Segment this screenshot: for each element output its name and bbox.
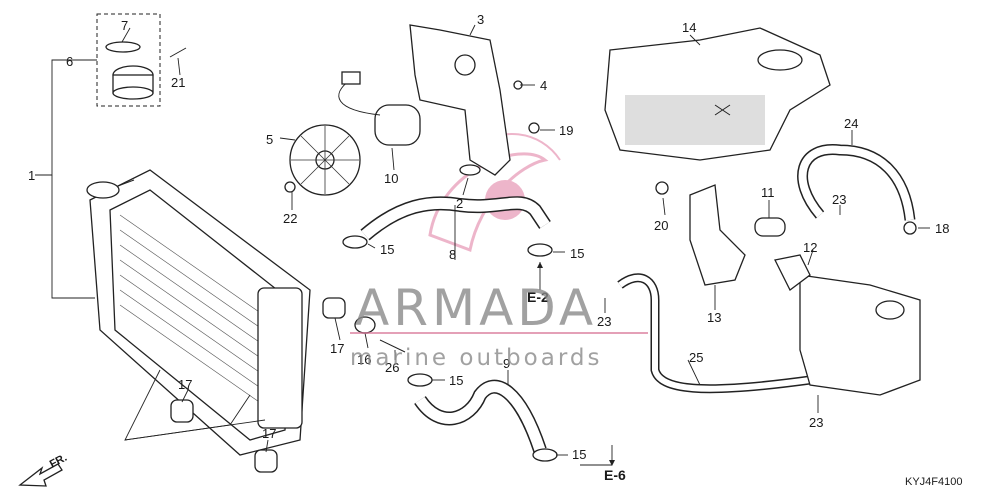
callout-24: 24 <box>844 116 858 131</box>
callout-25: 25 <box>689 350 703 365</box>
callout-labels: 1 6 7 21 3 4 5 10 19 14 22 2 15 8 15 20 … <box>28 12 949 462</box>
radiator-illustration <box>86 169 311 456</box>
grommet-illustrations <box>170 297 406 473</box>
section-references: E-2 E-6 <box>527 262 626 483</box>
tank-bracket-illustration <box>655 181 917 286</box>
reserve-tank-illustration <box>774 254 921 396</box>
callout-8: 8 <box>449 247 456 262</box>
hose-illustrations <box>360 144 916 453</box>
callout-6: 6 <box>66 54 73 69</box>
callout-9: 9 <box>503 356 510 371</box>
watermark-brand-text: ARMADA <box>355 279 597 337</box>
fan-illustration <box>284 71 421 196</box>
callout-23-middle: 23 <box>597 314 611 329</box>
callout-15-upper-right: 15 <box>570 246 584 261</box>
section-ref-e2: E-2 <box>527 289 549 305</box>
callout-17-bottom: 17 <box>262 426 276 441</box>
callout-19: 19 <box>559 123 573 138</box>
callout-2: 2 <box>456 196 463 211</box>
cover-plate-illustration <box>604 27 831 161</box>
callout-26: 26 <box>385 360 399 375</box>
callout-14: 14 <box>682 20 696 35</box>
callout-4: 4 <box>540 78 547 93</box>
callout-13: 13 <box>707 310 721 325</box>
callout-15-upper-left: 15 <box>380 242 394 257</box>
callout-10: 10 <box>384 171 398 186</box>
callout-11: 11 <box>761 185 775 200</box>
fan-shroud-illustration <box>409 24 540 176</box>
callout-5: 5 <box>266 132 273 147</box>
callout-17-right: 17 <box>330 341 344 356</box>
section-ref-e6: E-6 <box>604 467 626 483</box>
callout-15-lower-left: 15 <box>449 373 463 388</box>
callout-12: 12 <box>803 240 817 255</box>
callout-7: 7 <box>121 18 128 33</box>
callout-21: 21 <box>171 75 185 90</box>
front-direction-label: FR. <box>48 452 69 471</box>
callout-16: 16 <box>357 352 371 367</box>
radiator-cap-illustration <box>96 13 187 107</box>
callout-23-bottom: 23 <box>809 415 823 430</box>
callout-15-lower-right: 15 <box>572 447 586 462</box>
diagram-code: KYJ4F4100 <box>905 476 962 488</box>
callout-3: 3 <box>477 12 484 27</box>
callout-20: 20 <box>654 218 668 233</box>
leader-lines <box>35 24 930 466</box>
callout-18: 18 <box>935 221 949 236</box>
callout-1: 1 <box>28 168 35 183</box>
callout-17-left: 17 <box>178 377 192 392</box>
front-direction-arrow: FR. <box>18 452 69 487</box>
callout-23-top: 23 <box>832 192 846 207</box>
callout-22: 22 <box>283 211 297 226</box>
watermark-tagline-text: marine outboards <box>350 345 602 371</box>
